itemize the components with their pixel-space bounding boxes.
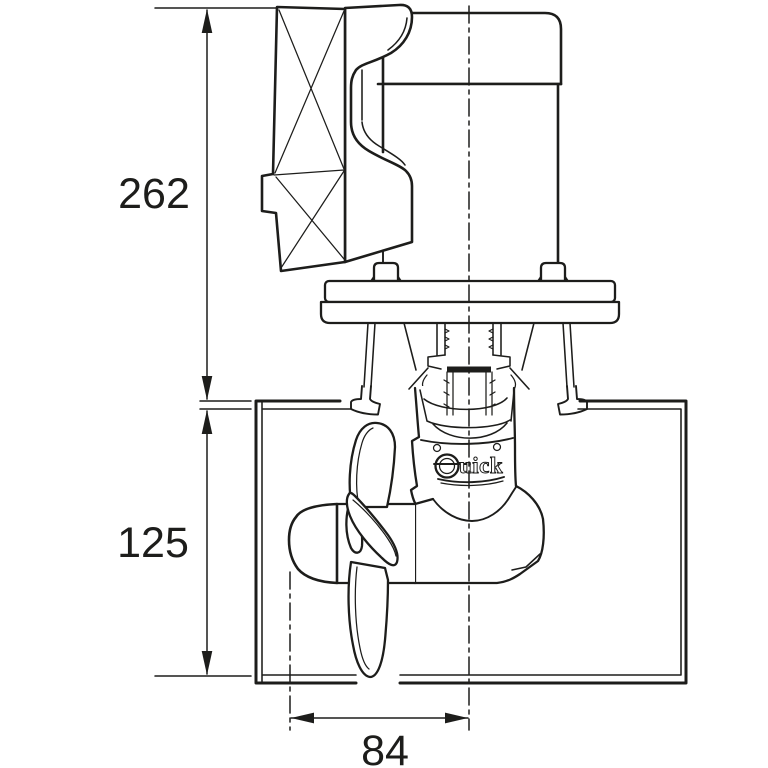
leg-bolt-band (420, 437, 514, 445)
hub-nose-cone (287, 502, 339, 585)
stud-right (539, 261, 567, 283)
logo-q-ring (434, 453, 460, 479)
arrowhead-left-icon (291, 712, 314, 724)
propeller-blade-bottom (347, 560, 390, 679)
flange-plate-lower (319, 300, 621, 325)
leg-bell-mouth (419, 389, 515, 439)
leg-bolt-right (492, 442, 502, 452)
logo-swash-inner (440, 480, 504, 487)
dimension-label-125: 125 (117, 519, 189, 567)
centerlines (289, 5, 470, 731)
logo-swash (437, 476, 505, 484)
bracket-inner-edge (361, 17, 408, 166)
cover-panel (260, 5, 347, 273)
logo-text: uick (459, 453, 503, 478)
shaft-splines (444, 328, 494, 350)
outer-struts (363, 322, 575, 388)
arrowhead-right-icon (445, 712, 468, 724)
leg-fill (411, 386, 544, 583)
propeller-blade-front (345, 491, 399, 567)
tunnel-inner-wall (261, 401, 682, 683)
leg-left-edge (409, 386, 421, 505)
flange-plate-upper (323, 279, 617, 304)
blade-top-edge-line (356, 427, 374, 507)
leg-shaft-splines (443, 371, 496, 416)
gearcase-chamfer (511, 553, 541, 571)
shaft-column (436, 322, 502, 356)
logo-q-ring-inner (438, 457, 456, 475)
arrowhead-up-icon (201, 9, 213, 33)
leg-right-edge (512, 386, 518, 488)
gearcase-saddle (432, 486, 517, 522)
arrowhead-down-icon (201, 651, 213, 675)
tunnel-foot-left (350, 385, 381, 416)
gearcase-outline (413, 484, 545, 585)
tunnel-foot-right (557, 385, 588, 416)
leg-bolt-left (432, 443, 442, 453)
propeller-blade-top (348, 421, 397, 509)
dimension-tunnel-diameter (154, 408, 252, 677)
dimension-overall-height (154, 7, 283, 402)
motor-mount-bracket (343, 3, 414, 264)
dimension-label-84: 84 (361, 727, 409, 768)
dimension-annotations (154, 7, 469, 724)
panel-outline (260, 5, 347, 273)
dimension-label-262: 262 (118, 170, 190, 218)
gear-leg (409, 371, 545, 585)
stern-tunnel (254, 399, 688, 685)
blade-bottom-edge-line (354, 566, 370, 670)
shaft-collar (427, 354, 511, 370)
mounting-flange (319, 261, 621, 325)
blade-front-edge-line (352, 499, 397, 557)
stud-left (372, 261, 400, 283)
collar-braces (408, 367, 530, 390)
dimension-labels: 262 125 84 (117, 170, 409, 768)
panel-cross-brace (273, 9, 345, 269)
arrowhead-up-icon (201, 410, 213, 434)
tunnel-outer-wall (254, 399, 688, 685)
quick-logo: uick (433, 453, 505, 487)
inner-struts (403, 322, 535, 371)
dimension-propeller-offset (290, 712, 469, 724)
propeller-blades (345, 421, 399, 679)
arrowhead-down-icon (201, 376, 213, 400)
bracket-outline (343, 3, 414, 264)
